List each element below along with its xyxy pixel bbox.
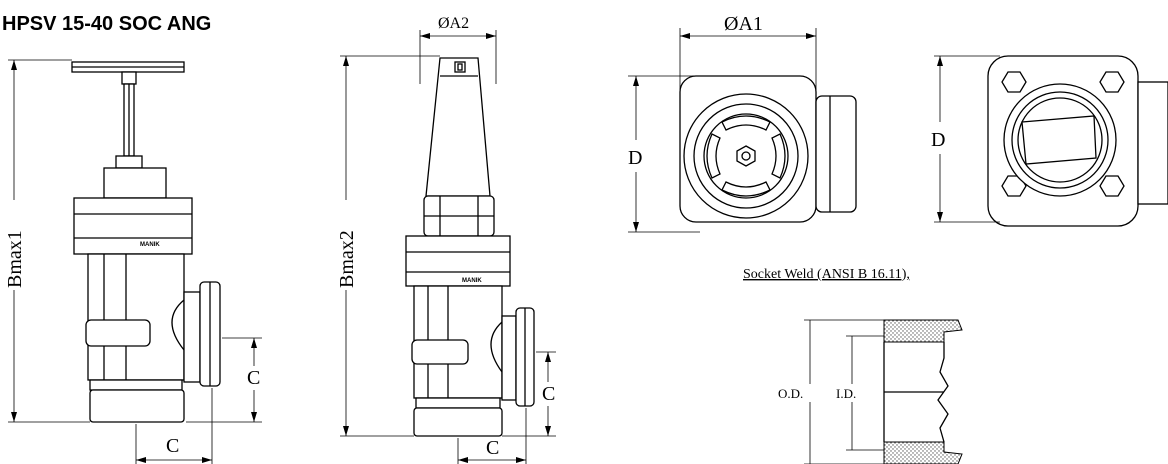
top-view-capped: D (930, 55, 1168, 227)
stem-hex (736, 145, 756, 167)
c-label-1v: C (247, 367, 260, 389)
valve-cap (425, 57, 491, 197)
valve-body-upper-2 (405, 235, 511, 287)
brand-label-1: MANIK (140, 242, 160, 248)
od-label: O.D. (778, 386, 803, 401)
socket-weld-note: Socket Weld (ANSI B 16.11), (743, 267, 910, 282)
bmax2-label: Bmax2 (336, 230, 358, 288)
bottom-socket-2 (413, 407, 503, 437)
capped-valve-view: MANIK ØA2 Bmax2 C (336, 15, 557, 464)
socket-weld-detail: O.D. I.D. (776, 319, 963, 464)
cap-slot (1021, 115, 1097, 165)
c-label-1h: C (166, 435, 179, 457)
bolt-hex-4 (1099, 175, 1125, 197)
bmax1-label: Bmax1 (4, 230, 26, 288)
brand-label-2: MANIK (462, 278, 482, 284)
bolt-hex-1 (1001, 71, 1027, 93)
drawing-title: HPSV 15-40 SOC ANG (2, 13, 211, 35)
d-label-1: D (628, 147, 642, 169)
id-label: I.D. (836, 386, 856, 401)
a1-label: ØA1 (724, 13, 763, 35)
valve-body-lower (87, 253, 185, 381)
d-label-2: D (931, 129, 945, 151)
bottom-socket-1 (89, 389, 185, 423)
a2-label: ØA2 (438, 15, 469, 32)
bonnet (103, 167, 167, 199)
c-label-2v: C (542, 383, 555, 405)
top-view-handwheel: ØA1 D (626, 13, 857, 233)
bolt-hex-2 (1099, 71, 1125, 93)
handwheel-valve-view: MANIK Bmax1 C C (4, 59, 262, 464)
valve-body-upper (73, 197, 193, 255)
c-label-2h: C (486, 437, 499, 459)
